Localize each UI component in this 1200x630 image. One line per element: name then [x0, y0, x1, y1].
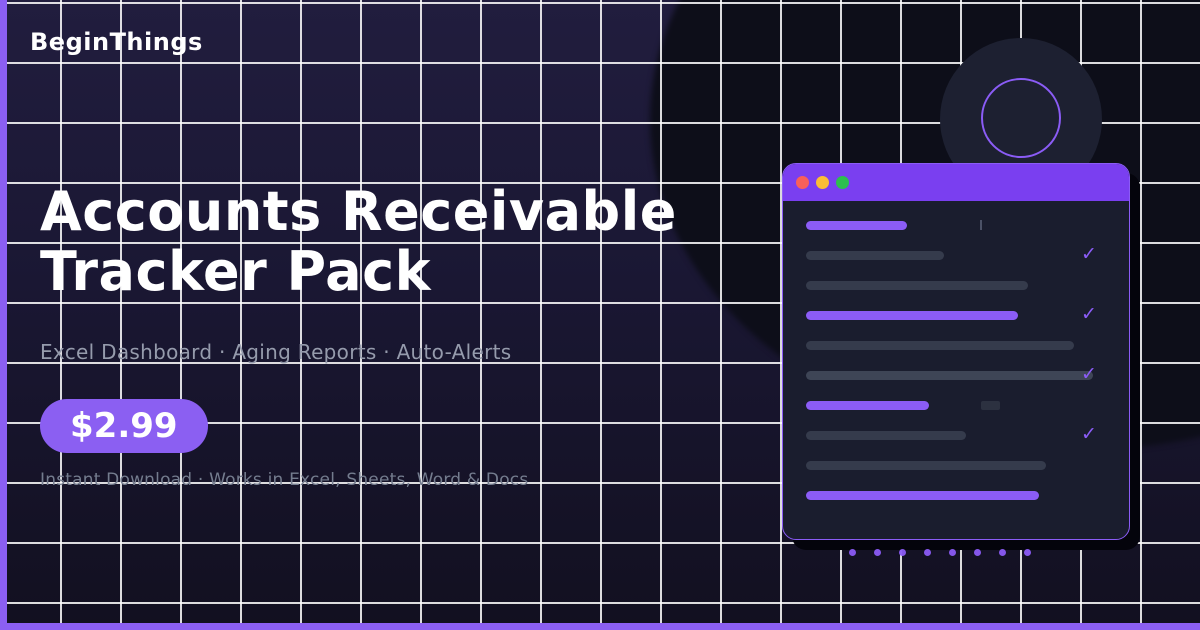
window-body: ✓ ✓ ✓ ✓ — [783, 201, 1129, 539]
price-badge: $2.99 — [40, 399, 208, 453]
left-accent-bar — [0, 0, 7, 630]
text-cursor — [980, 220, 982, 230]
price-text: $2.99 — [70, 406, 178, 446]
mock-browser-window: ✓ ✓ ✓ ✓ — [782, 163, 1130, 540]
carousel-dot — [874, 549, 881, 556]
skeleton-bar — [806, 401, 929, 410]
carousel-dot — [924, 549, 931, 556]
skeleton-bar — [806, 341, 1074, 350]
title-line-2: Tracker Pack — [40, 240, 431, 303]
carousel-dot — [1024, 549, 1031, 556]
traffic-light-green-icon — [836, 176, 849, 189]
window-titlebar — [783, 164, 1129, 201]
ring-icon — [981, 78, 1061, 158]
checkmark-icon: ✓ — [1081, 303, 1097, 325]
feature-subtitle: Excel Dashboard · Aging Reports · Auto-A… — [40, 340, 512, 364]
traffic-light-red-icon — [796, 176, 809, 189]
footnote-text: Instant Download · Works in Excel, Sheet… — [40, 470, 529, 490]
skeleton-bar — [806, 251, 944, 260]
carousel-dot — [899, 549, 906, 556]
brand-logo: BeginThings — [30, 28, 203, 56]
bottom-accent-bar — [0, 623, 1200, 630]
skeleton-bar — [806, 491, 1039, 500]
traffic-light-yellow-icon — [816, 176, 829, 189]
carousel-dot — [999, 549, 1006, 556]
skeleton-chip — [981, 401, 1000, 410]
skeleton-bar — [806, 281, 1028, 290]
footer-dots — [849, 549, 1049, 556]
carousel-dot — [949, 549, 956, 556]
checkmark-icon: ✓ — [1081, 423, 1097, 445]
skeleton-bar — [806, 461, 1046, 470]
page-title: Accounts Receivable Tracker Pack — [40, 182, 677, 302]
skeleton-bar — [806, 431, 966, 440]
skeleton-bar — [806, 311, 1018, 320]
checkmark-icon: ✓ — [1081, 243, 1097, 265]
skeleton-bar — [806, 371, 1093, 380]
carousel-dot — [849, 549, 856, 556]
skeleton-bar — [806, 221, 907, 230]
checkmark-icon: ✓ — [1081, 363, 1097, 385]
title-line-1: Accounts Receivable — [40, 180, 677, 243]
carousel-dot — [974, 549, 981, 556]
